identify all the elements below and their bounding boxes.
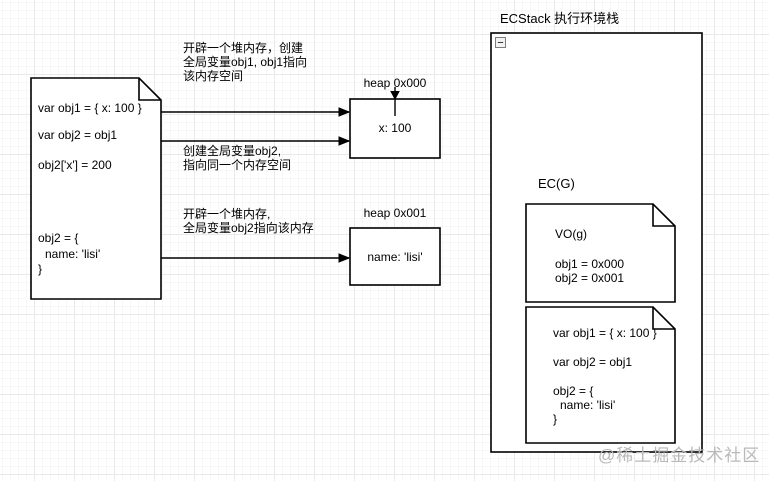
ecstack-title: ECStack 执行环境栈 [500, 11, 620, 26]
code-line: obj2['x'] = 200 [38, 158, 112, 172]
annotation-new-heap-obj2: 开辟一个堆内存, 全局变量obj2指向该内存 [183, 207, 314, 235]
ec-code-line: } [553, 412, 558, 426]
ec-code-line: var obj2 = obj1 [553, 355, 633, 369]
ec-code-note-shape [525, 306, 676, 444]
code-line: } [38, 262, 43, 276]
watermark: @稀土掘金技术社区 [598, 446, 761, 465]
collapse-icon: − [495, 37, 506, 49]
left-code-note-shape [30, 77, 162, 300]
vo-note-line: obj1 = 0x000 [555, 257, 625, 271]
heap-0x000-label: heap 0x000 [363, 76, 427, 90]
code-line: var obj2 = obj1 [38, 128, 118, 142]
code-line: var obj1 = { x: 100 } [38, 101, 142, 115]
heap-0x001-label: heap 0x001 [363, 206, 427, 220]
heap-0x001-content: name: 'lisi' [367, 250, 423, 264]
vo-note-title: VO(g) [555, 227, 588, 241]
arrow-label-to-heap0x000 [390, 87, 400, 116]
vo-note-shape [525, 203, 676, 303]
ec-code-line: name: 'lisi' [560, 398, 616, 412]
annotation-create-obj1: 开辟一个堆内存，创建 全局变量obj1, obj1指向 该内存空间 [183, 41, 308, 83]
code-line: obj2 = { [38, 231, 79, 245]
ec-code-line: obj2 = { [553, 384, 594, 398]
ec-code-line: var obj1 = { x: 100 } [553, 326, 657, 340]
heap-0x000-content: x: 100 [378, 121, 412, 135]
annotation-create-obj2: 创建全局变量obj2, 指向同一个内存空间 [183, 144, 292, 172]
ec-g-label: EC(G) [538, 176, 575, 191]
vo-note-line: obj2 = 0x001 [555, 271, 625, 285]
code-line: name: 'lisi' [45, 247, 101, 261]
